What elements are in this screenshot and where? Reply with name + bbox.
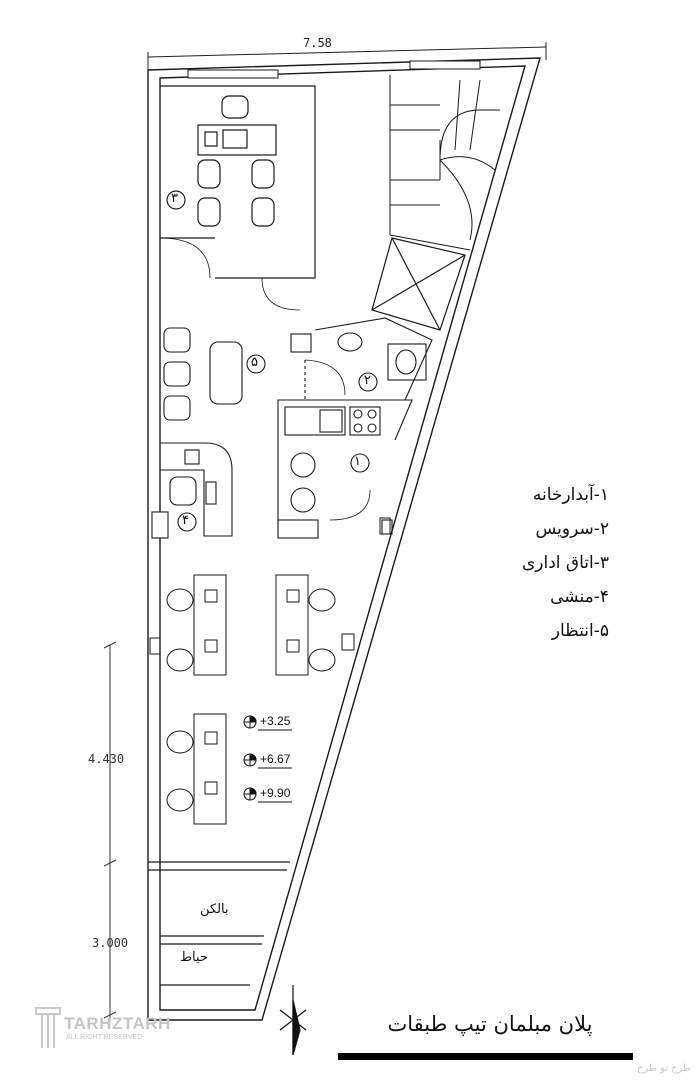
plan-title: پلان مبلمان تیپ طبقات <box>387 1012 593 1036</box>
bathroom <box>290 317 433 401</box>
legend-item: ۴-منشی <box>550 587 609 607</box>
kitchen <box>277 399 413 539</box>
office-room <box>159 85 316 311</box>
bathroom-badge: ۲ <box>364 373 371 388</box>
watermark-tagline: ALL RIGHT RESERVED <box>66 1034 143 1041</box>
legend-item: ۱-آبدارخانه <box>532 485 609 505</box>
legend-item: ۳-اتاق اداری <box>521 553 609 573</box>
top-windows <box>187 60 481 79</box>
secretary-badge: ۴ <box>182 513 189 528</box>
legend-item: ۵-انتظار <box>551 621 609 641</box>
waiting-area <box>163 327 266 421</box>
north-arrow-icon <box>279 985 307 1056</box>
title-underline <box>338 1053 633 1060</box>
legend-item: ۲-سرویس <box>535 519 609 539</box>
room-legend: ۱-آبدارخانه ۲-سرویس ۳-اتاق اداری ۴-منشی … <box>429 478 609 648</box>
top-dimension-line <box>147 42 547 70</box>
watermark-brand: TARHZTARH <box>64 1014 171 1033</box>
tarhztarh-logo <box>35 1007 61 1048</box>
corner-watermark: طرح تو طرح <box>636 1063 691 1074</box>
balcony-label: بالکن <box>200 902 229 917</box>
level-label-2: +6.67 <box>260 752 291 766</box>
balcony-area <box>148 861 290 986</box>
watermark-logo: TARHZTARH ALL RIGHT RESERVED <box>30 1002 190 1052</box>
level-markers <box>243 715 292 803</box>
level-label-1: +3.25 <box>260 714 291 728</box>
secretary-desk <box>151 442 233 539</box>
dimension-upper: 4.430 <box>88 752 125 766</box>
workstations <box>149 517 391 825</box>
office-badge: ۳ <box>171 191 178 206</box>
level-label-3: +9.90 <box>260 786 291 800</box>
top-dimension: 7.58 <box>303 36 332 50</box>
left-dimension-line <box>103 641 117 1020</box>
shaft <box>371 237 466 331</box>
dimension-lower: 3.000 <box>92 936 129 950</box>
waiting-badge: ۵ <box>251 355 258 370</box>
staircase <box>389 75 500 251</box>
outer-walls <box>147 57 541 1021</box>
yard-label: حیاط <box>180 950 208 965</box>
kitchen-badge: ۱ <box>354 454 361 469</box>
